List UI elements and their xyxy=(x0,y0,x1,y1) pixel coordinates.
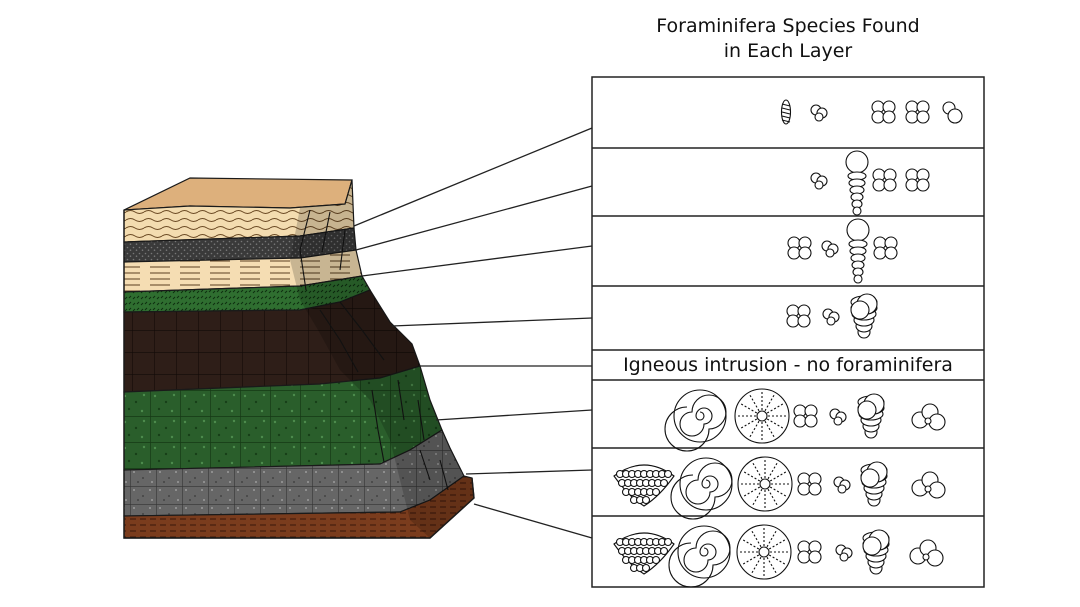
small-cluster-foram-icon xyxy=(829,408,847,426)
radial-foram-icon xyxy=(736,524,792,580)
title-line-1: Foraminifera Species Found xyxy=(656,15,920,37)
cluster-foram-icon xyxy=(787,236,812,260)
cluster-foram-icon xyxy=(905,100,930,124)
leader-lines xyxy=(353,127,593,539)
small-cluster-foram-icon xyxy=(835,544,853,562)
bulb-tower-foram-icon xyxy=(860,461,888,507)
fossil-row-2 xyxy=(810,150,930,216)
cluster-foram-icon xyxy=(786,304,811,328)
tower-foram-icon xyxy=(845,150,869,216)
cluster-foram-icon xyxy=(872,168,897,192)
leader-line-4 xyxy=(391,317,593,327)
bulb-tower-foram-icon xyxy=(850,293,878,339)
double-foram-icon xyxy=(942,101,963,124)
small-cluster-foram-icon xyxy=(821,240,839,258)
fossil-row-6 xyxy=(664,388,946,452)
spiral-foram-icon xyxy=(664,389,727,452)
fossil-row-4 xyxy=(786,293,878,339)
table-frame xyxy=(591,76,985,588)
cliff-fractures xyxy=(299,209,449,491)
grape-foram-icon xyxy=(613,464,675,507)
leader-line-1 xyxy=(353,127,593,227)
tower-foram-icon xyxy=(846,218,870,284)
top-surface xyxy=(123,177,353,211)
rock-block xyxy=(123,177,475,539)
fossil-row-8 xyxy=(613,524,944,588)
spiral-foram-icon xyxy=(670,457,733,520)
radial-foram-icon xyxy=(737,456,793,512)
fossil-row-7 xyxy=(613,456,946,520)
cluster-foram-icon xyxy=(797,540,822,564)
bulb-tower-foram-icon xyxy=(862,529,890,575)
cliff-face-shadow xyxy=(290,180,474,538)
small-cluster-foram-icon xyxy=(833,476,851,494)
bulb-tower-foram-icon xyxy=(857,393,885,439)
spindle-foram-icon xyxy=(780,99,792,125)
leader-line-3 xyxy=(361,245,593,277)
cluster-foram-icon xyxy=(905,168,930,192)
foraminifera-table xyxy=(591,76,985,588)
title-line-2: in Each Layer xyxy=(723,40,853,62)
cluster-foram-icon xyxy=(797,472,822,496)
fossil-row-1 xyxy=(780,99,963,125)
spiky-cluster-foram-icon xyxy=(911,471,946,499)
fossil-icons xyxy=(613,99,963,588)
igneous-intrusion-label: Igneous intrusion - no foraminifera xyxy=(623,354,953,376)
block-outline xyxy=(123,210,475,539)
cluster-foram-icon xyxy=(871,100,896,124)
small-cluster-foram-icon xyxy=(822,308,840,326)
cluster-foram-icon xyxy=(793,404,818,428)
grape-foram-icon xyxy=(613,532,675,575)
leader-line-7 xyxy=(465,469,593,475)
spiral-foram-icon xyxy=(668,525,731,588)
chart-title: Foraminifera Species Found in Each Layer xyxy=(592,14,984,64)
spiky-cluster-foram-icon xyxy=(911,403,946,431)
small-cluster-foram-icon xyxy=(810,104,828,122)
leader-line-8 xyxy=(473,503,593,539)
radial-foram-icon xyxy=(734,388,790,444)
leader-line-6 xyxy=(435,409,593,421)
spiky-cluster-foram-icon xyxy=(909,539,944,567)
cluster-foram-icon xyxy=(873,236,898,260)
leader-line-2 xyxy=(355,185,593,251)
fossil-row-3 xyxy=(787,218,898,284)
small-cluster-foram-icon xyxy=(810,172,828,190)
